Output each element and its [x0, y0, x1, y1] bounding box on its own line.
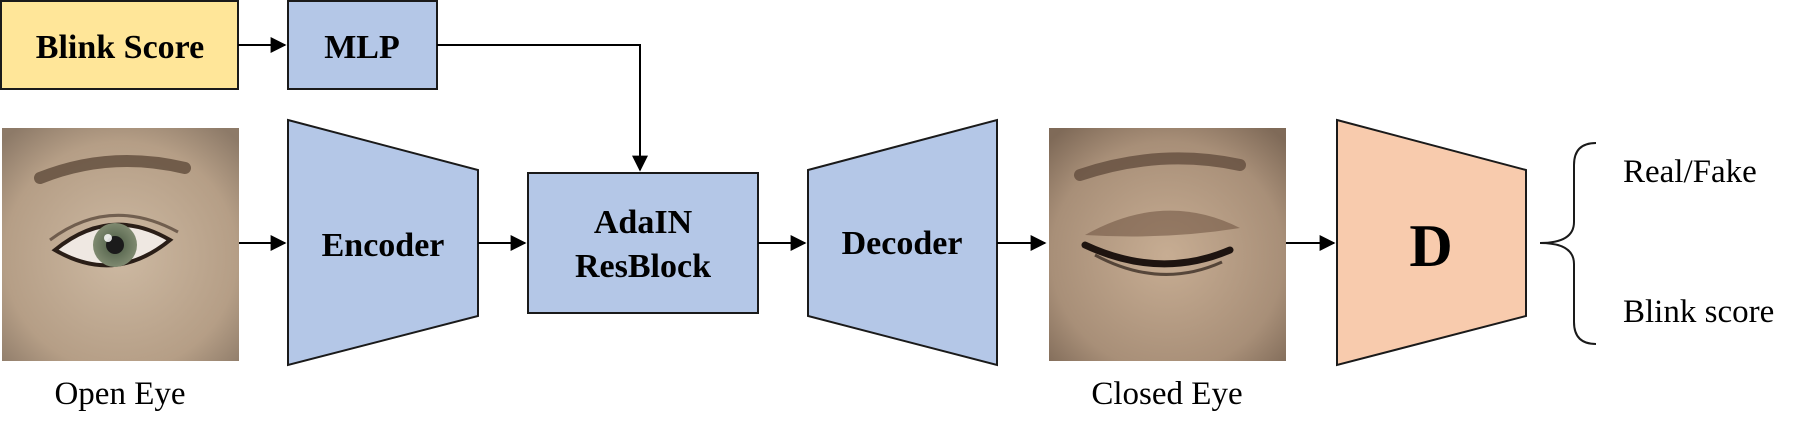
discriminator-label: D [1409, 213, 1452, 279]
adain-resblock-box: AdaIN ResBlock [527, 172, 759, 314]
closed-eye-image [1049, 128, 1286, 361]
adain-label-line1: AdaIN [594, 204, 693, 241]
encoder-block: Encoder [287, 118, 479, 367]
output-real-fake: Real/Fake [1623, 154, 1757, 190]
closed-eye-caption: Closed Eye [1091, 376, 1242, 412]
mlp-label: MLP [324, 29, 400, 66]
blink-score-label: Blink Score [36, 29, 204, 66]
output-brace [1539, 142, 1597, 345]
discriminator-block: D [1336, 118, 1527, 367]
decoder-label: Decoder [842, 225, 963, 262]
arrow-mlp-to-adain [437, 44, 648, 172]
decoder-block: Decoder [807, 118, 998, 367]
encoder-label: Encoder [322, 227, 445, 264]
open-eye-caption: Open Eye [54, 376, 185, 412]
mlp-box: MLP [287, 0, 438, 90]
open-eye-image [2, 128, 239, 361]
blink-score-box: Blink Score [0, 0, 239, 90]
adain-label-line2: ResBlock [575, 248, 711, 285]
output-blink-score: Blink score [1623, 294, 1774, 330]
